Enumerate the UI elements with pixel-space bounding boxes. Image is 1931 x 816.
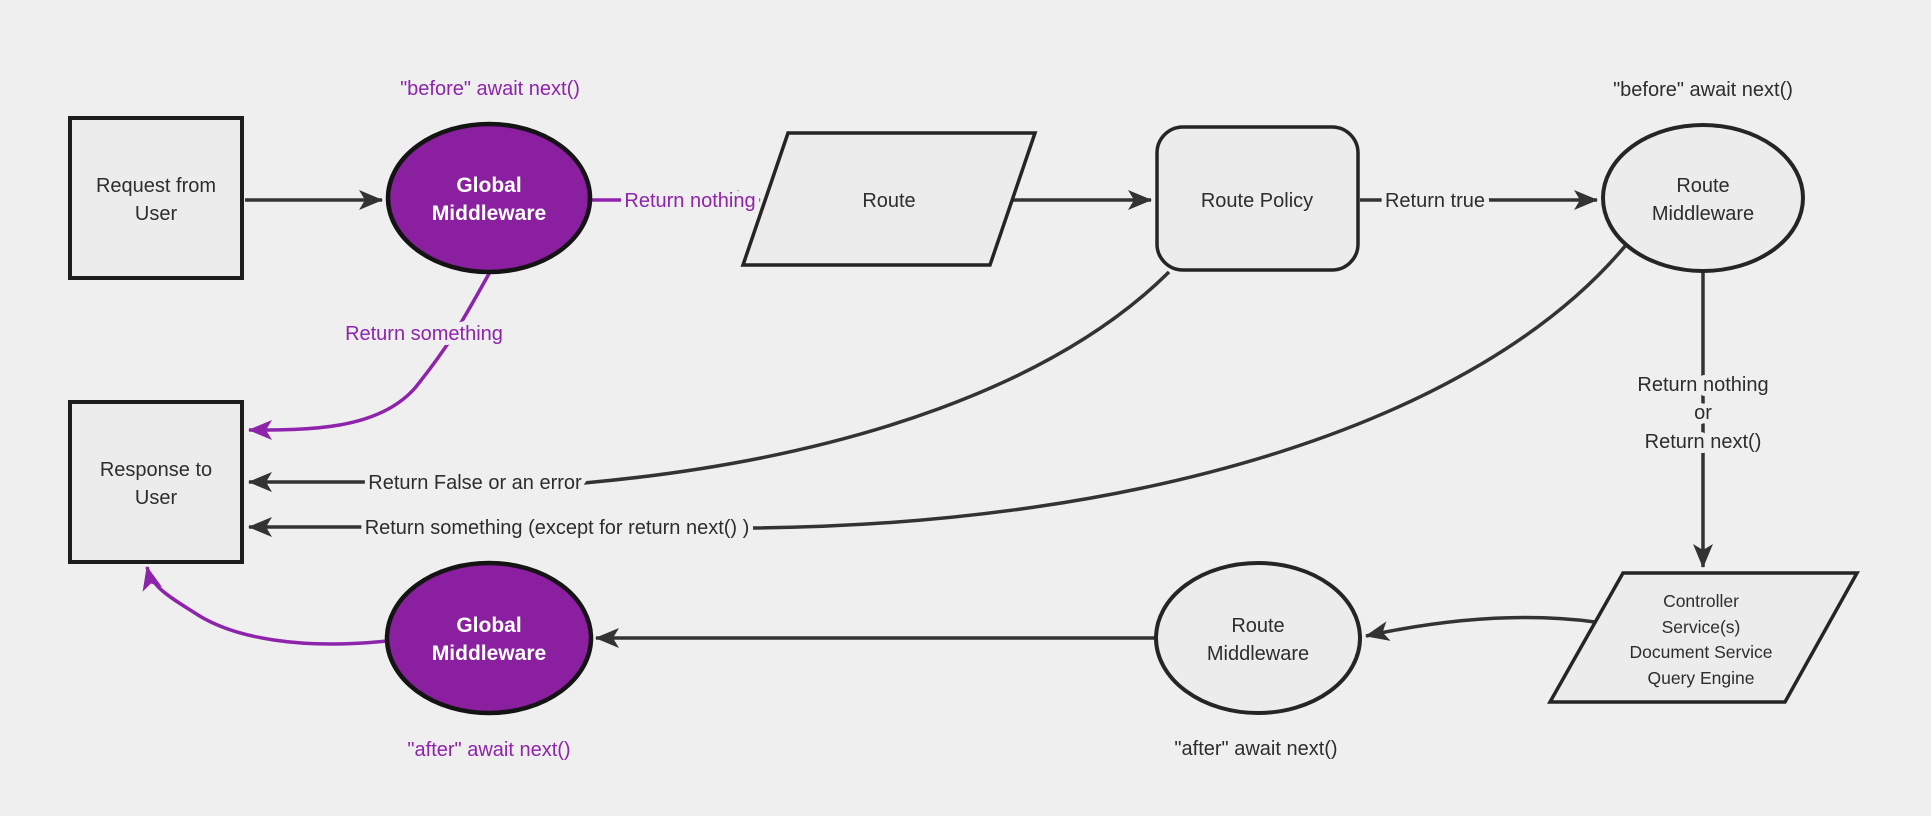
- node-route-policy: [1155, 125, 1360, 272]
- edge-controller-to-route-mw-after: [1365, 615, 1596, 641]
- label-before-await-next-route: "before" await next(): [1613, 79, 1793, 101]
- node-controller-line3: Document Service: [1630, 642, 1773, 662]
- node-global-middleware-before: [385, 121, 593, 275]
- label-return-false-or-error: Return False or an error: [368, 472, 582, 494]
- edge-route-policy-return-false-curve: [583, 270, 1171, 485]
- node-global-mw-after-line1: Global: [456, 614, 521, 637]
- node-controller-line4: Query Engine: [1647, 668, 1754, 688]
- node-controller-line2: Service(s): [1662, 617, 1741, 637]
- label-return-true: Return true: [1385, 190, 1485, 212]
- edge-global-mw-after-to-response: [142, 566, 388, 646]
- node-controller-line1: Controller: [1663, 591, 1739, 611]
- label-return-nothing-or-line2: or: [1694, 402, 1712, 424]
- node-route-mw-before-line2: Middleware: [1652, 203, 1754, 225]
- edge-global-mw-return-something: [248, 271, 492, 440]
- node-response-to-user: [68, 400, 244, 564]
- label-return-nothing: Return nothing: [624, 190, 755, 212]
- node-controller-services: [1546, 571, 1860, 704]
- node-global-mw-after-line2: Middleware: [432, 642, 546, 665]
- node-route-policy-label: Route Policy: [1201, 190, 1313, 212]
- label-after-await-next-route: "after" await next(): [1174, 738, 1337, 760]
- node-request-label-line2: User: [135, 203, 178, 225]
- label-return-nothing-or-line3: Return next(): [1645, 431, 1762, 453]
- node-request-label-line1: Request from: [96, 175, 216, 197]
- node-route-mw-before-line1: Route: [1676, 175, 1729, 197]
- node-route-middleware-before: [1601, 123, 1805, 273]
- node-global-mw-before-line2: Middleware: [432, 202, 546, 225]
- label-return-something-except: Return something (except for return next…: [365, 517, 750, 539]
- edge-route-mw-return-something-curve: [747, 243, 1628, 530]
- node-route: [740, 131, 1038, 267]
- node-route-mw-after-line1: Route: [1231, 615, 1284, 637]
- node-global-middleware-after: [384, 560, 594, 716]
- label-return-something: Return something: [345, 323, 503, 345]
- node-response-label-line2: User: [135, 487, 178, 509]
- node-route-middleware-after: [1154, 561, 1362, 715]
- node-route-mw-after-line2: Middleware: [1207, 643, 1309, 665]
- node-response-label-line1: Response to: [100, 459, 212, 481]
- node-route-label: Route: [862, 190, 915, 212]
- label-return-nothing-or-line1: Return nothing: [1637, 374, 1768, 396]
- label-after-await-next-global: "after" await next(): [407, 739, 570, 761]
- node-request-from-user: [68, 116, 244, 280]
- node-global-mw-before-line1: Global: [456, 174, 521, 197]
- label-before-await-next-global: "before" await next(): [400, 78, 580, 100]
